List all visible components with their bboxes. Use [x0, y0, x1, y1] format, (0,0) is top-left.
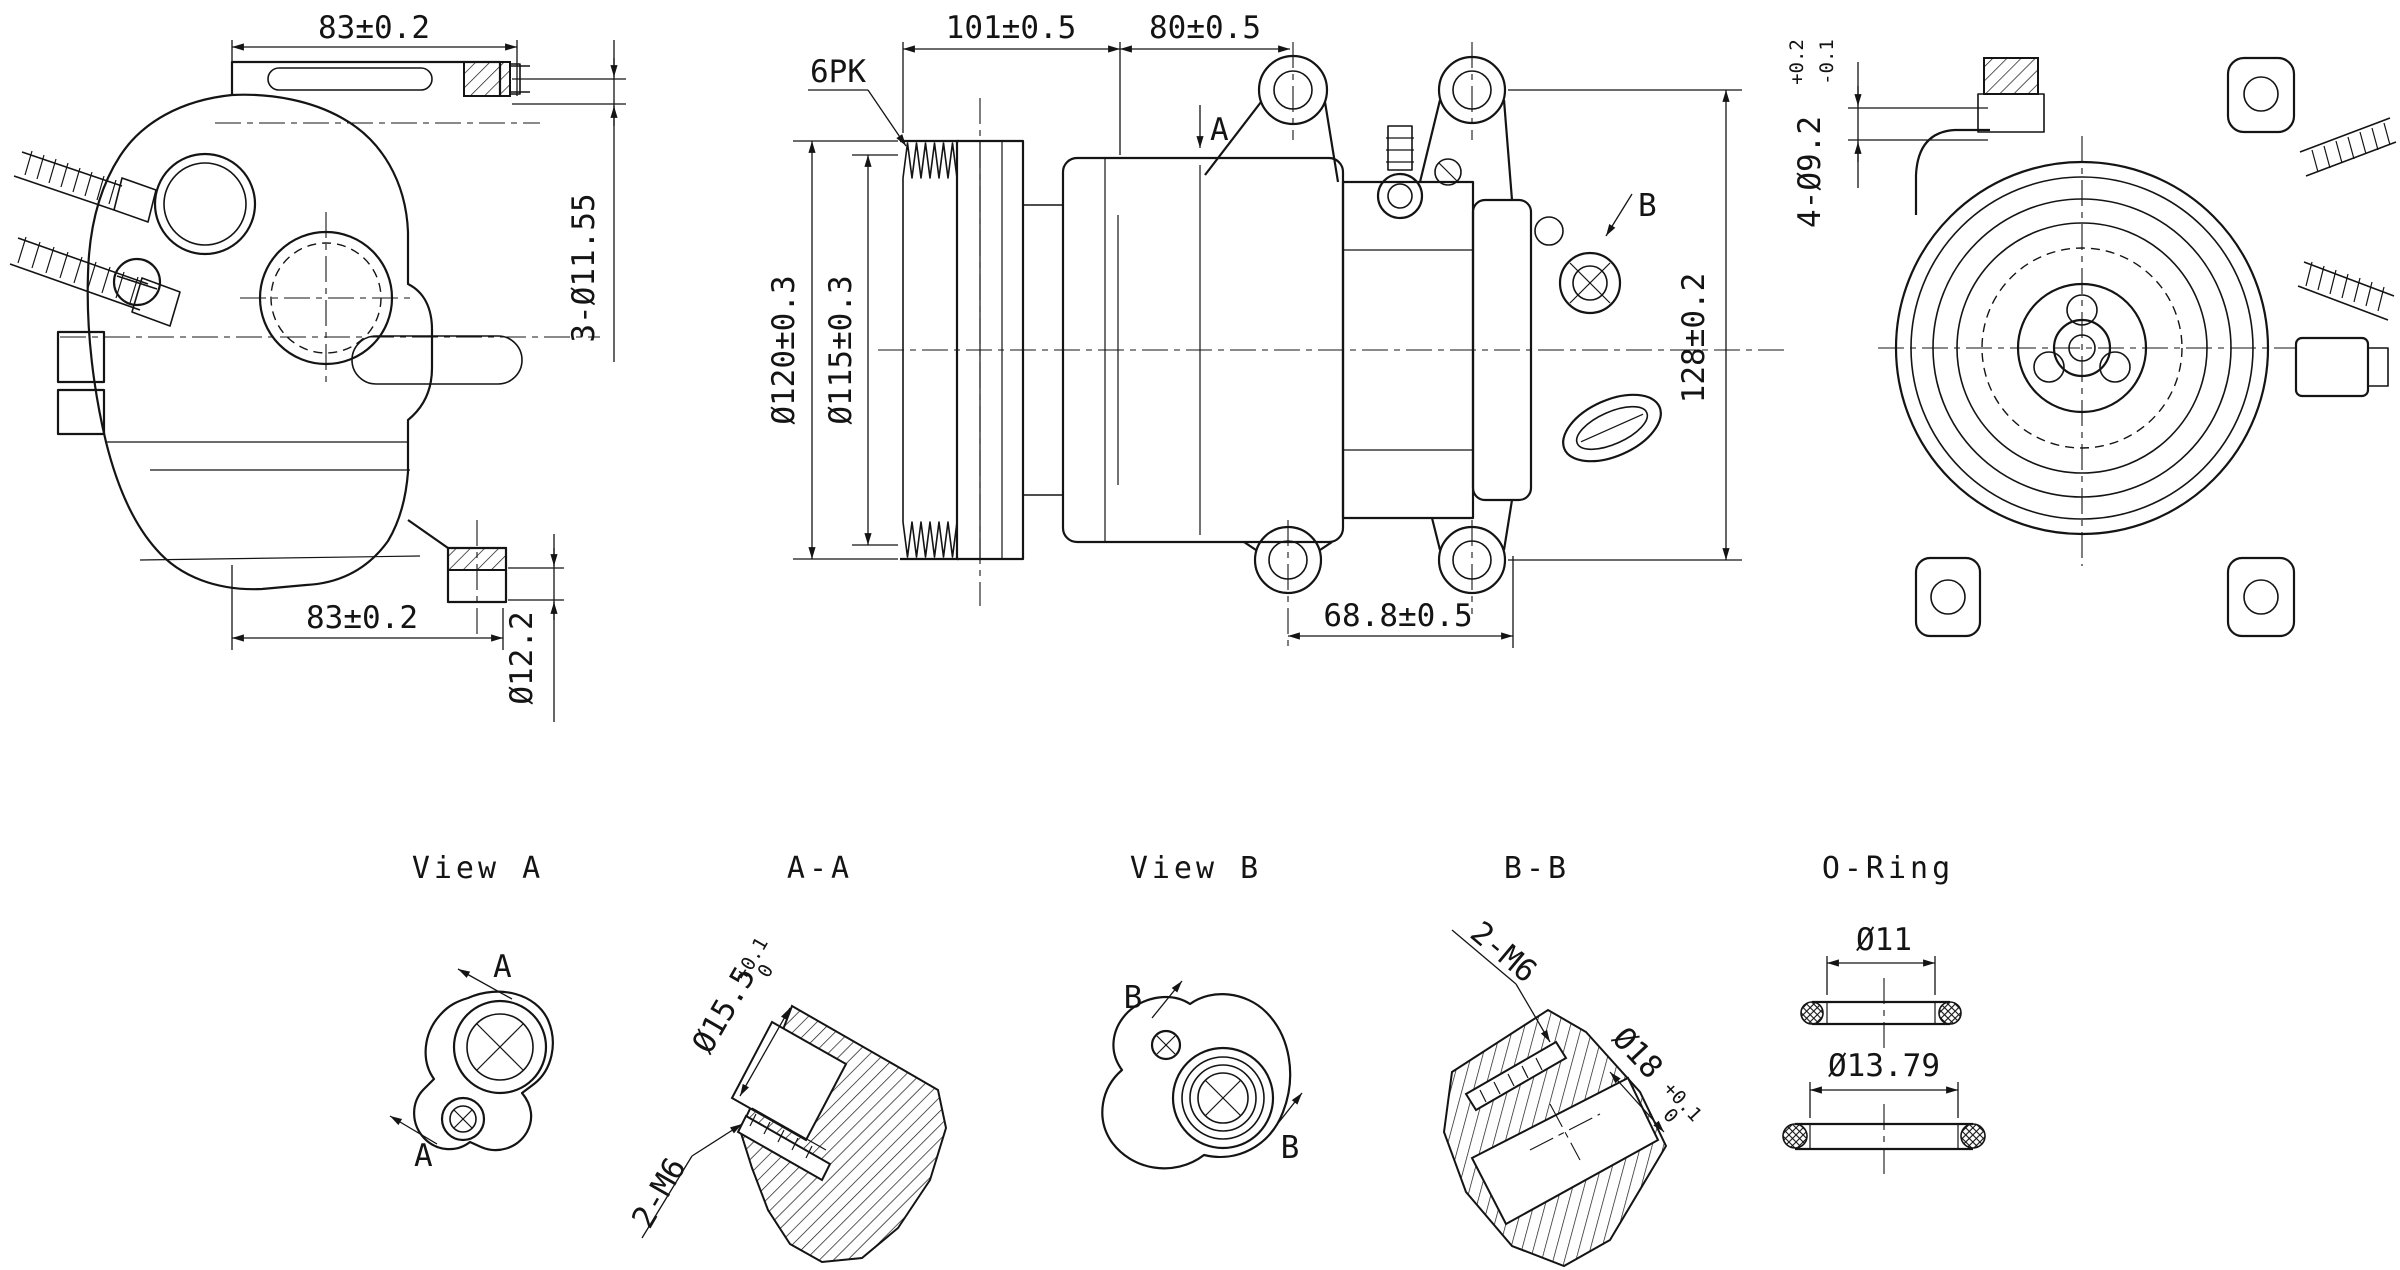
dim-front-bottom: 68.8±0.5 [1323, 598, 1472, 634]
front-view-geometry [878, 42, 1790, 648]
mounting-lug-rear-br [2226, 556, 2296, 638]
dim-pulley-outer: Ø120±0.3 [766, 275, 802, 424]
detail-section-bb: B-B 2-M6 Ø18 +0.1 0 [1442, 851, 1706, 1268]
dim-pulley-pitch: Ø115±0.3 [823, 275, 859, 424]
detail-a-marker-bottom: A [414, 1138, 433, 1174]
dim-rear-mount-holes: 4-Ø9.2 [1792, 116, 1828, 228]
detail-section-aa: A-A Ø15.5 +0.1 0 2-M6 [625, 851, 948, 1264]
front-boss-circle [153, 152, 257, 256]
front-view: 101±0.5 80±0.5 6PK Ø120±0.3 Ø115±0.3 128… [766, 10, 1790, 648]
section-bolt-rear [1983, 57, 2039, 95]
dim-bb-tol-minus: 0 [1658, 1104, 1682, 1127]
dim-aa-thread: 2-M6 [625, 1152, 694, 1235]
dim-rear-tol-minus: -0.1 [1816, 39, 1838, 85]
rear-view: 4-Ø9.2 +0.2 -0.1 [1786, 39, 2397, 638]
detail-a-marker-top: A [493, 949, 512, 985]
oring-small: Ø11 [1800, 922, 1962, 1052]
front-view-dimensions: 101±0.5 80±0.5 6PK Ø120±0.3 Ø115±0.3 128… [766, 10, 1742, 648]
threaded-stud-lower [9, 236, 181, 327]
threaded-stud-rear-lower [2297, 261, 2395, 321]
rear-view-geometry [1878, 56, 2397, 638]
dim-oring-large: Ø13.79 [1828, 1048, 1940, 1084]
detail-b-marker-top: B [1124, 980, 1143, 1016]
dim-side-top: 83±0.2 [318, 10, 430, 46]
rear-view-dimensions: 4-Ø9.2 +0.2 -0.1 [1786, 39, 1988, 228]
mounting-lug-top-right [1418, 55, 1514, 201]
threaded-stud-upper [13, 150, 157, 223]
side-view: 83±0.2 3-Ø11.55 83±0.2 Ø12.2 [9, 10, 626, 722]
detail-section-aa-title: A-A [787, 851, 853, 886]
mounting-lug-rear-tr [2226, 56, 2296, 134]
detail-b-marker-bottom: B [1281, 1130, 1300, 1166]
detail-section-bb-title: B-B [1504, 851, 1570, 886]
detail-view-b: View B B B [1101, 851, 1303, 1170]
mounting-lug-rear-bl [1914, 556, 1982, 638]
threaded-stud-rear-upper [2299, 117, 2397, 177]
dim-side-bottom: 83±0.2 [306, 600, 418, 636]
dim-side-bottom-hole: Ø12.2 [504, 611, 540, 704]
screw-head [112, 257, 162, 307]
detail-view-b-title: View B [1130, 851, 1262, 886]
suction-port-boss [1534, 216, 1622, 315]
dim-oring-small: Ø11 [1856, 922, 1912, 958]
dim-rear-tol-plus: +0.2 [1786, 39, 1808, 85]
view-a-marker: A [1210, 112, 1229, 148]
dim-front-80: 80±0.5 [1149, 10, 1261, 46]
belt-label: 6PK [810, 54, 866, 90]
dim-bb-thread: 2-M6 [1463, 915, 1543, 991]
section-bb-thread-slot [1464, 1040, 1568, 1112]
detail-view-a: View A A A [389, 851, 554, 1174]
dim-front-101: 101±0.5 [946, 10, 1077, 46]
detail-oring: O-Ring Ø11 Ø13.79 [1782, 851, 1986, 1180]
oring-large: Ø13.79 [1782, 1048, 1986, 1180]
detail-oring-title: O-Ring [1822, 851, 1954, 886]
side-view-geometry [9, 60, 600, 640]
view-b-marker: B [1638, 188, 1657, 224]
pressure-relief-fitting [1376, 125, 1462, 220]
detail-view-a-title: View A [412, 851, 544, 886]
housing-corner-top-left [1914, 128, 1990, 215]
section-bolt-top [463, 61, 511, 97]
dim-side-bolt-holes: 3-Ø11.55 [566, 193, 602, 342]
dim-front-height: 128±0.2 [1676, 273, 1712, 404]
connector-block-rear [2294, 336, 2370, 398]
side-view-dimensions: 83±0.2 3-Ø11.55 83±0.2 Ø12.2 [231, 10, 626, 722]
sight-glass-fitting [1562, 393, 1662, 463]
